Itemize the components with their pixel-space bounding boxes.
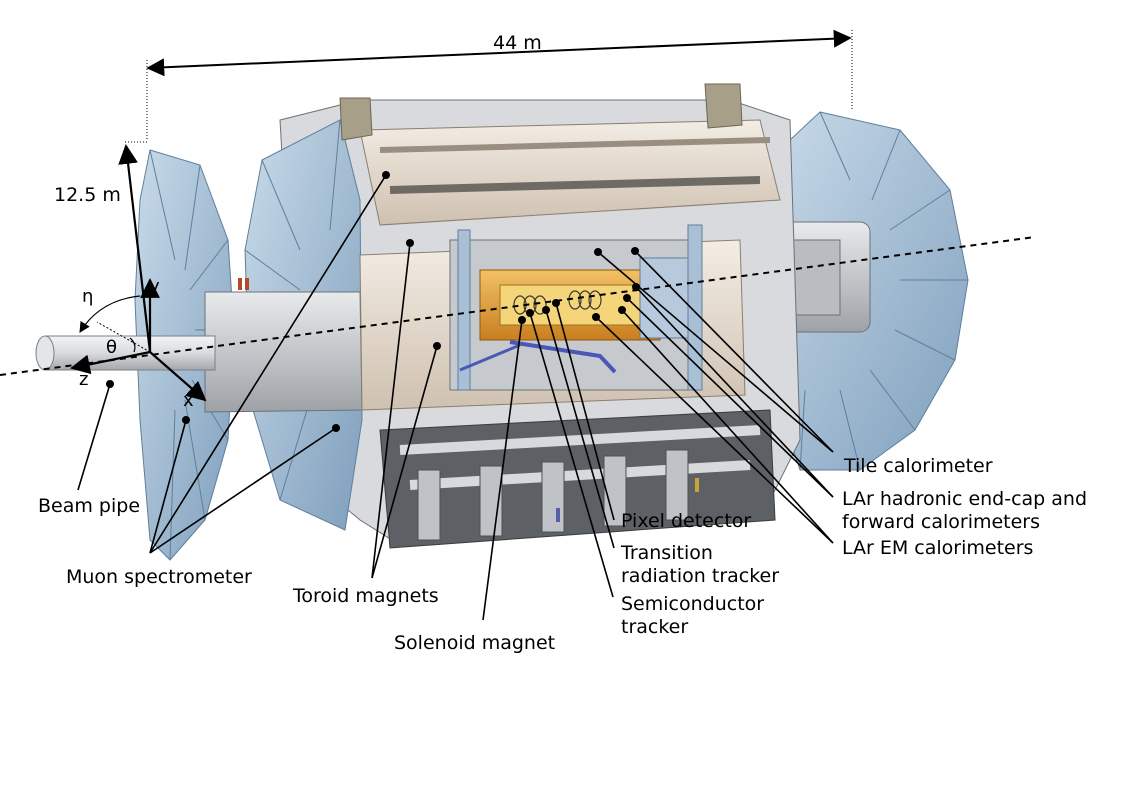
transition-radiation-tracker-label: Transition radiation tracker	[620, 542, 779, 587]
human-figures	[238, 278, 699, 522]
lar-hadronic-line-2: forward calorimeters	[842, 511, 1040, 533]
lar-hadronic-line-1: LAr hadronic end-cap and	[842, 488, 1087, 510]
beam-pipe-label: Beam pipe	[38, 495, 140, 517]
height-dimension: 12.5 m	[54, 141, 148, 206]
detector-illustration	[35, 83, 969, 561]
pixel-detector-label: Pixel detector	[621, 510, 751, 532]
lar-hadronic-label: LAr hadronic end-cap and forward calorim…	[842, 488, 1093, 533]
right-endcap-muon-wheel	[759, 111, 969, 471]
x-axis-label: x	[183, 390, 194, 411]
y-axis-label: y	[149, 276, 160, 297]
tile-calorimeter-label: Tile calorimeter	[843, 455, 993, 477]
z-axis-label: z	[79, 369, 88, 390]
height-label: 12.5 m	[54, 184, 121, 206]
left-endcap-cylinder	[204, 291, 363, 413]
leader-lines	[77, 171, 834, 621]
solenoid-magnet-label: Solenoid magnet	[394, 632, 555, 654]
coordinate-system: η y θ z x	[70, 144, 207, 411]
lar-em-calorimeters-label: LAr EM calorimeters	[842, 537, 1033, 559]
theta-label: θ	[106, 337, 117, 358]
component-labels: Beam pipe Muon spectrometer Toroid magne…	[38, 455, 1093, 654]
beam-pipe-illustration	[35, 335, 216, 371]
length-dimension: 44 m	[146, 29, 853, 140]
transition-radiation-tracker-line-2: radiation tracker	[621, 565, 779, 587]
length-label: 44 m	[493, 32, 542, 54]
semiconductor-tracker-label: Semiconductor tracker	[621, 593, 770, 638]
muon-spectrometer-label: Muon spectrometer	[66, 566, 252, 588]
semiconductor-tracker-line-1: Semiconductor	[621, 593, 764, 615]
semiconductor-tracker-line-2: tracker	[621, 616, 688, 638]
beam-axis-line	[0, 236, 1036, 376]
transition-radiation-tracker-line-1: Transition	[620, 542, 713, 564]
eta-label: η	[82, 286, 93, 307]
toroid-magnets-label: Toroid magnets	[292, 585, 439, 607]
calorimeter-region	[359, 224, 746, 411]
